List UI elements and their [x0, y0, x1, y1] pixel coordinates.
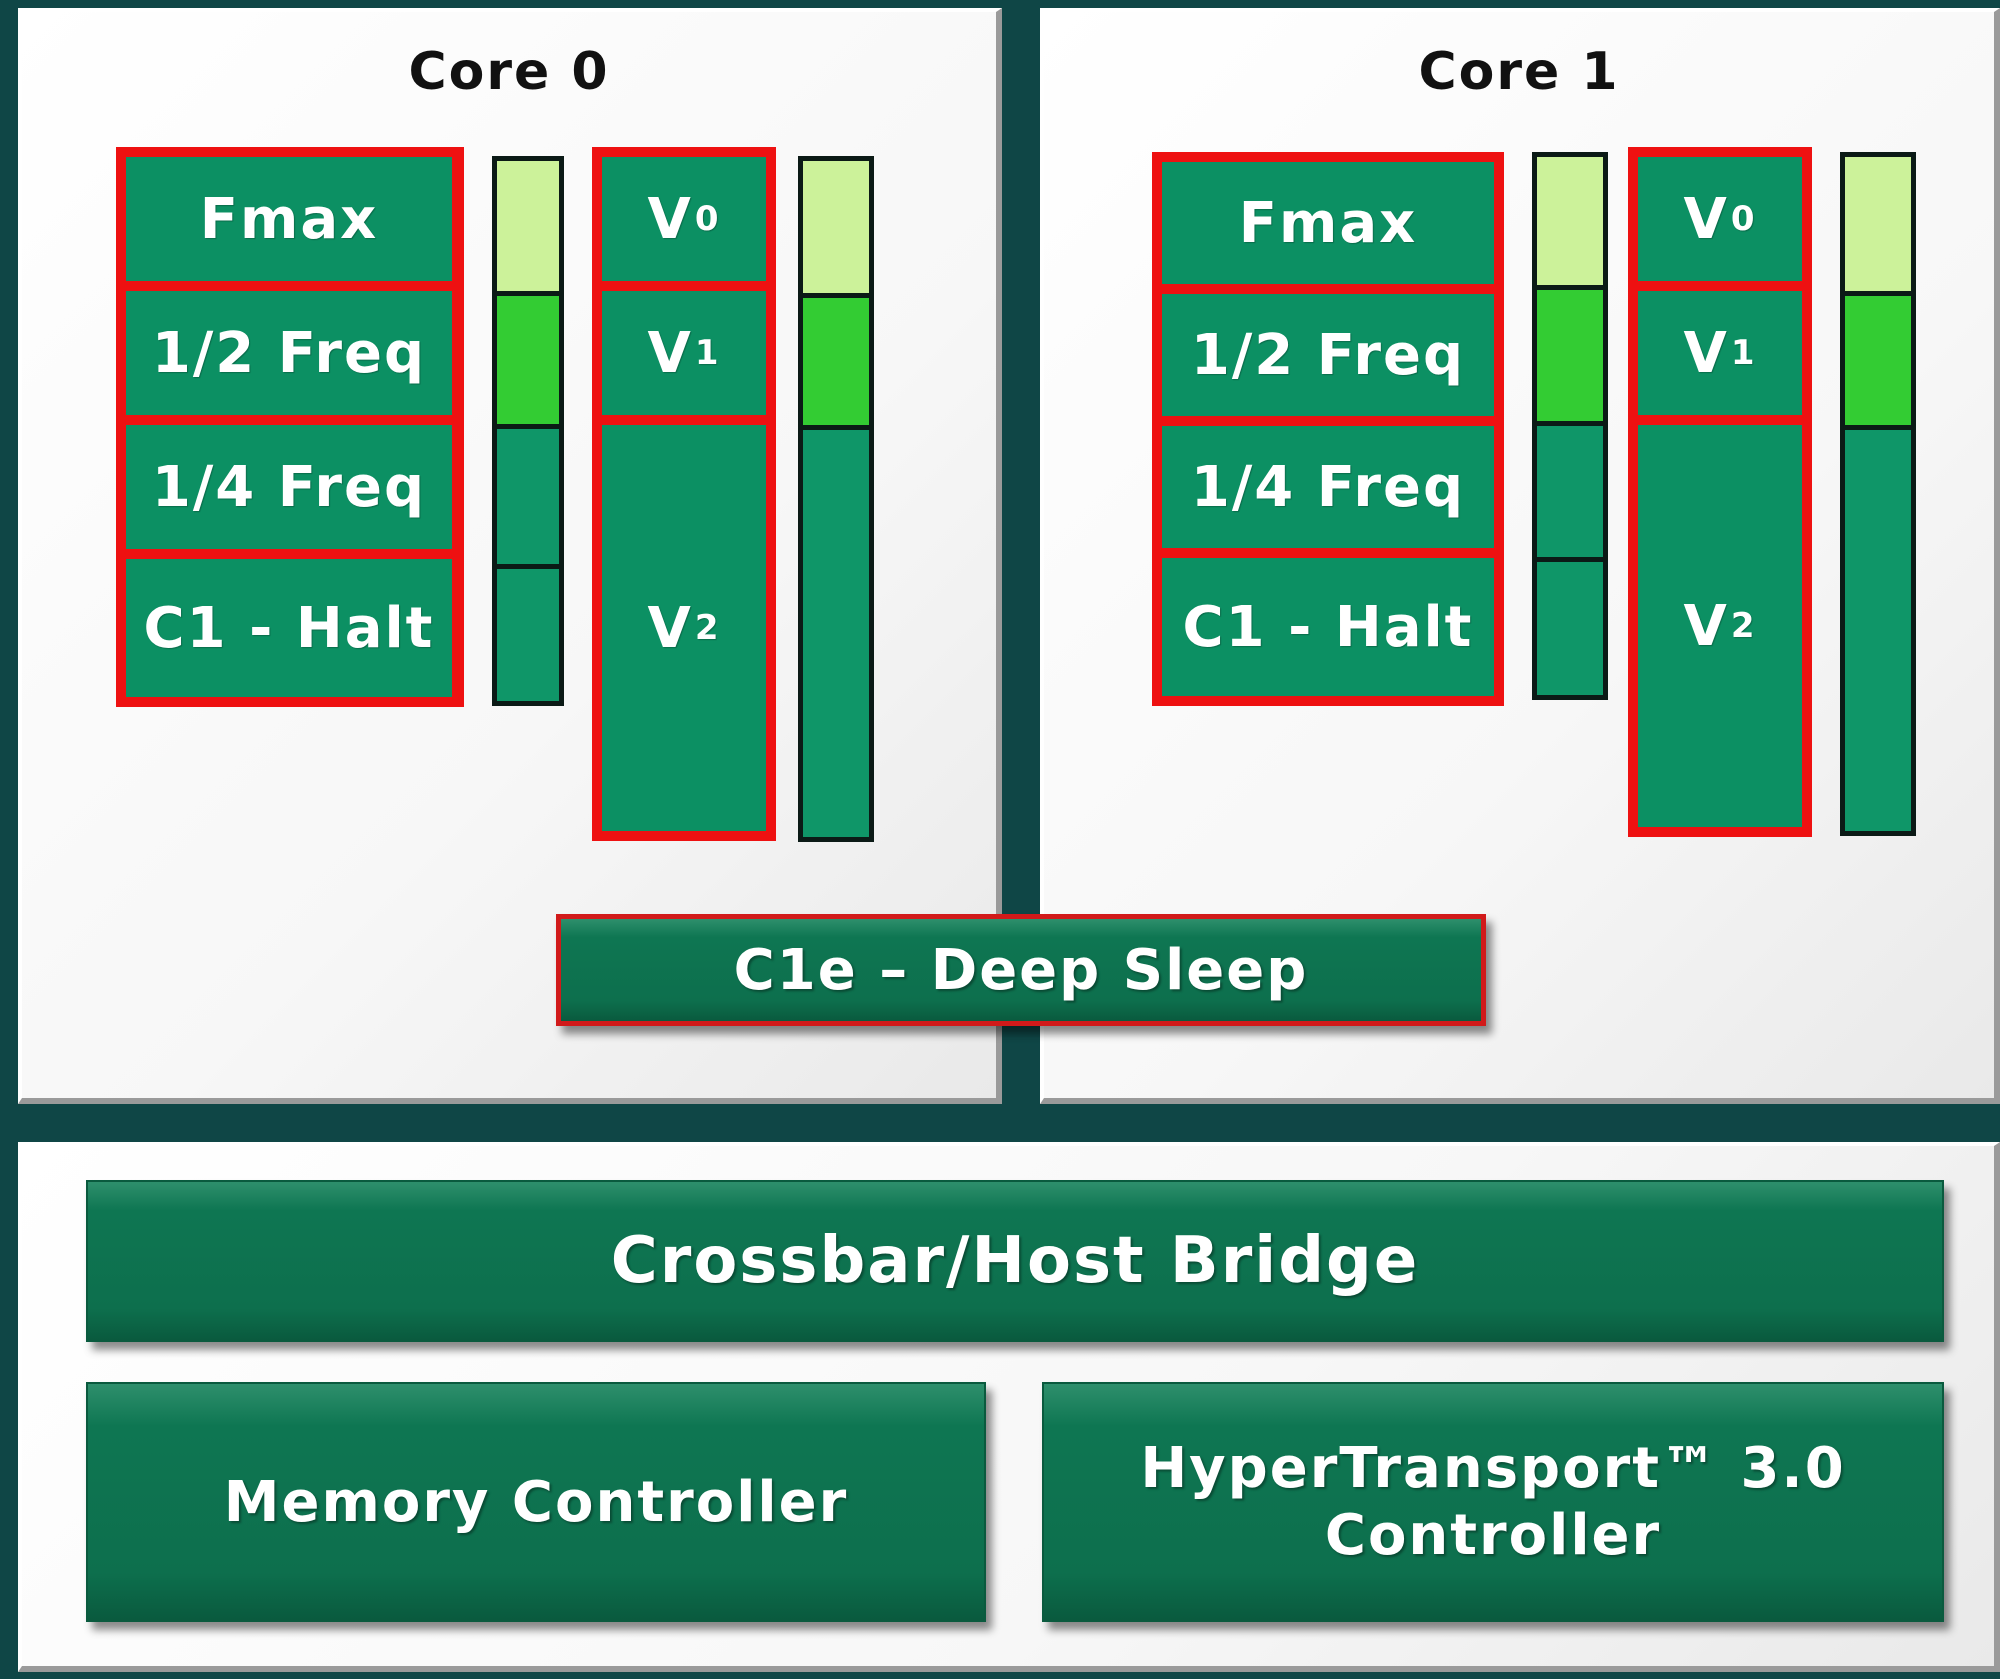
core0-freq-states: Fmax 1/2 Freq 1/4 Freq C1 - Halt: [116, 147, 464, 707]
c1e-deep-sleep-block: C1e – Deep Sleep: [556, 914, 1486, 1026]
core1-freq-states: Fmax 1/2 Freq 1/4 Freq C1 - Halt: [1152, 152, 1504, 706]
core0-voltage-bar: [798, 156, 874, 842]
ht-controller-line1: HyperTransport™ 3.0: [1140, 1435, 1846, 1501]
core0-title: Core 0: [408, 42, 610, 102]
core0-state-fmax: Fmax: [126, 157, 452, 281]
core0-panel: Core 0 Fmax 1/2 Freq 1/4 Freq C1 - Halt …: [18, 8, 1002, 1104]
core1-freq-bar-seg-1: [1537, 157, 1603, 285]
core1-title: Core 1: [1418, 42, 1620, 102]
core1-freq-bar-seg-3: [1537, 421, 1603, 557]
core1-state-fmax: Fmax: [1162, 162, 1494, 284]
core0-voltage-bar-seg-2: [803, 293, 869, 425]
core0-freq-bar-seg-4: [497, 564, 559, 701]
core0-state-c1-halt: C1 - Halt: [126, 559, 452, 697]
crossbar-host-bridge-block: Crossbar/Host Bridge: [86, 1180, 1944, 1342]
core0-state-quarter-freq: 1/4 Freq: [126, 425, 452, 549]
core1-freq-bar: [1532, 152, 1608, 700]
core0-freq-bar-seg-2: [497, 291, 559, 424]
core1-voltage-bar-seg-1: [1845, 157, 1911, 291]
ht-controller-line2: Controller: [1324, 1503, 1662, 1568]
core0-freq-bar-seg-1: [497, 161, 559, 291]
core1-freq-bar-seg-4: [1537, 557, 1603, 695]
core1-panel: Core 1 Fmax 1/2 Freq 1/4 Freq C1 - Halt …: [1040, 8, 2000, 1104]
core1-state-half-freq: 1/2 Freq: [1162, 294, 1494, 416]
core0-state-half-freq: 1/2 Freq: [126, 291, 452, 415]
core0-freq-bar-seg-3: [497, 424, 559, 564]
core1-voltage-bar-seg-2: [1845, 291, 1911, 425]
core0-voltage-bar-seg-1: [803, 161, 869, 293]
core1-voltage-bar: [1840, 152, 1916, 836]
core1-state-c1-halt: C1 - Halt: [1162, 558, 1494, 696]
core1-state-quarter-freq: 1/4 Freq: [1162, 426, 1494, 548]
core0-freq-bar: [492, 156, 564, 706]
memory-controller-block: Memory Controller: [86, 1382, 986, 1622]
core0-voltage-bar-seg-3: [803, 425, 869, 837]
core1-freq-bar-seg-2: [1537, 285, 1603, 421]
hypertransport-controller-block: HyperTransport™ 3.0 Controller: [1042, 1382, 1944, 1622]
core1-voltage-bar-seg-3: [1845, 425, 1911, 831]
